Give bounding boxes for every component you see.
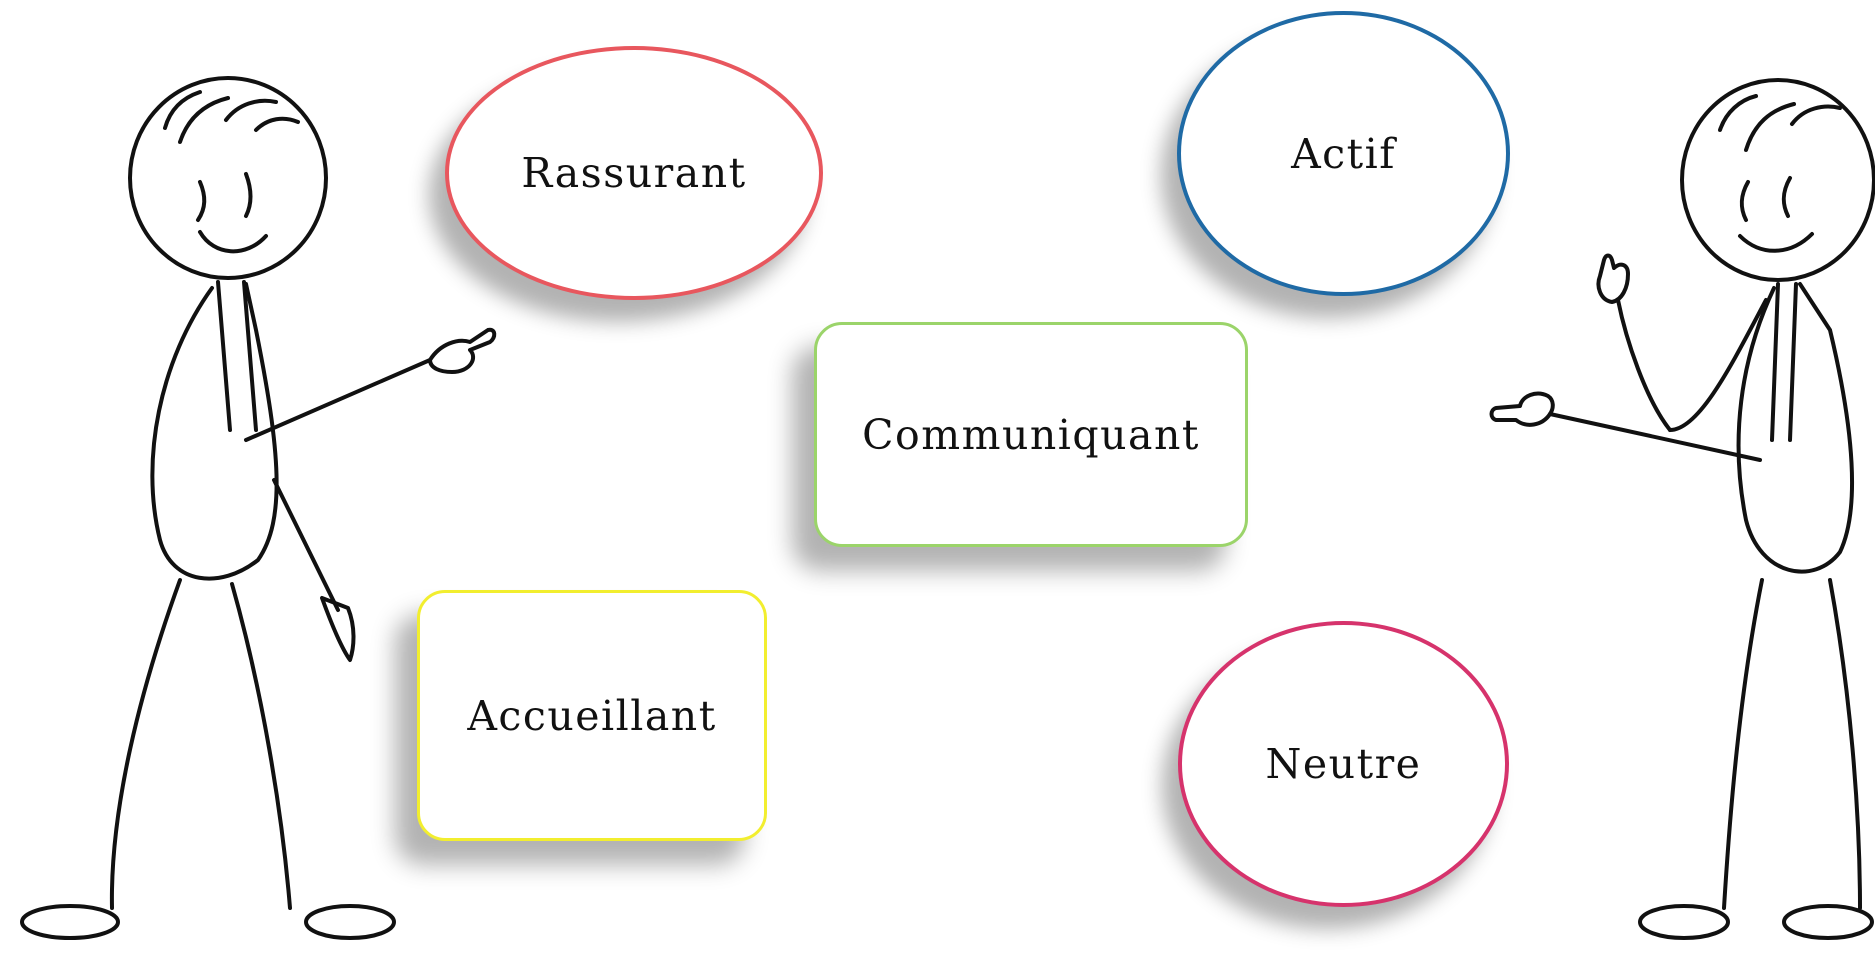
trait-label: Rassurant	[521, 149, 747, 197]
trait-label: Neutre	[1265, 740, 1422, 788]
trait-rassurant: Rassurant	[445, 46, 823, 300]
trait-label: Communiquant	[862, 410, 1200, 459]
trait-accueillant: Accueillant	[417, 590, 767, 841]
trait-communiquant: Communiquant	[814, 322, 1248, 547]
stick-figure-right-icon	[1450, 0, 1875, 949]
trait-label: Accueillant	[467, 691, 717, 740]
trait-actif: Actif	[1177, 11, 1510, 296]
trait-neutre: Neutre	[1178, 621, 1509, 907]
stick-figure-left-icon	[0, 0, 520, 949]
trait-label: Actif	[1291, 129, 1396, 178]
